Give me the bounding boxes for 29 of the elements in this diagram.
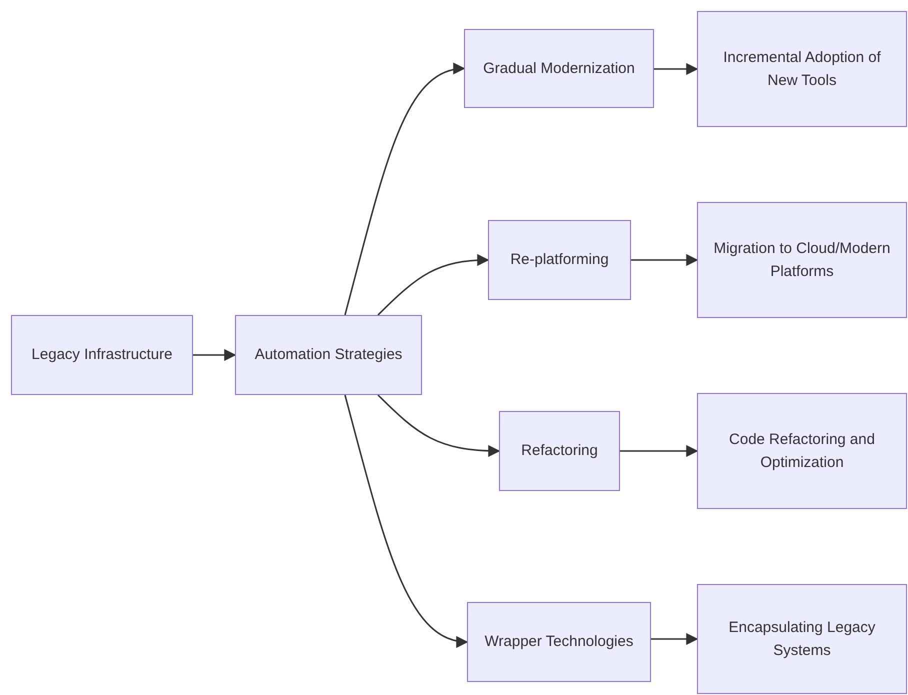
arrow	[377, 394, 500, 457]
node-label: Refactoring	[521, 441, 598, 462]
node-label: Automation Strategies	[254, 345, 402, 366]
arrow	[631, 254, 698, 266]
process-box	[697, 11, 907, 127]
arrow	[620, 445, 698, 457]
process-box	[499, 411, 620, 491]
process-box	[697, 202, 907, 318]
process-box	[235, 315, 422, 395]
process-box	[488, 220, 631, 300]
node-label: Migration to Cloud/Modern Platforms	[712, 238, 892, 282]
node-label: Code Refactoring and Optimization	[728, 430, 876, 473]
process-box	[464, 29, 654, 108]
node-label: Wrapper Technologies	[484, 632, 634, 652]
process-box	[11, 315, 193, 395]
node-label: Incremental Adoption of New Tools	[722, 48, 882, 91]
arrow	[344, 64, 466, 316]
arrow	[377, 254, 490, 316]
arrow	[654, 63, 698, 75]
process-box	[697, 584, 907, 694]
node-label: Encapsulating Legacy Systems	[728, 618, 876, 661]
node-label: Legacy Infrastructure	[32, 345, 172, 366]
arrow	[651, 633, 698, 645]
node-label: Re-platforming	[510, 250, 609, 270]
process-box	[467, 602, 651, 682]
process-box	[697, 393, 907, 509]
arrow	[193, 349, 236, 361]
arrow	[344, 394, 468, 646]
node-label: Gradual Modernization	[483, 58, 635, 79]
